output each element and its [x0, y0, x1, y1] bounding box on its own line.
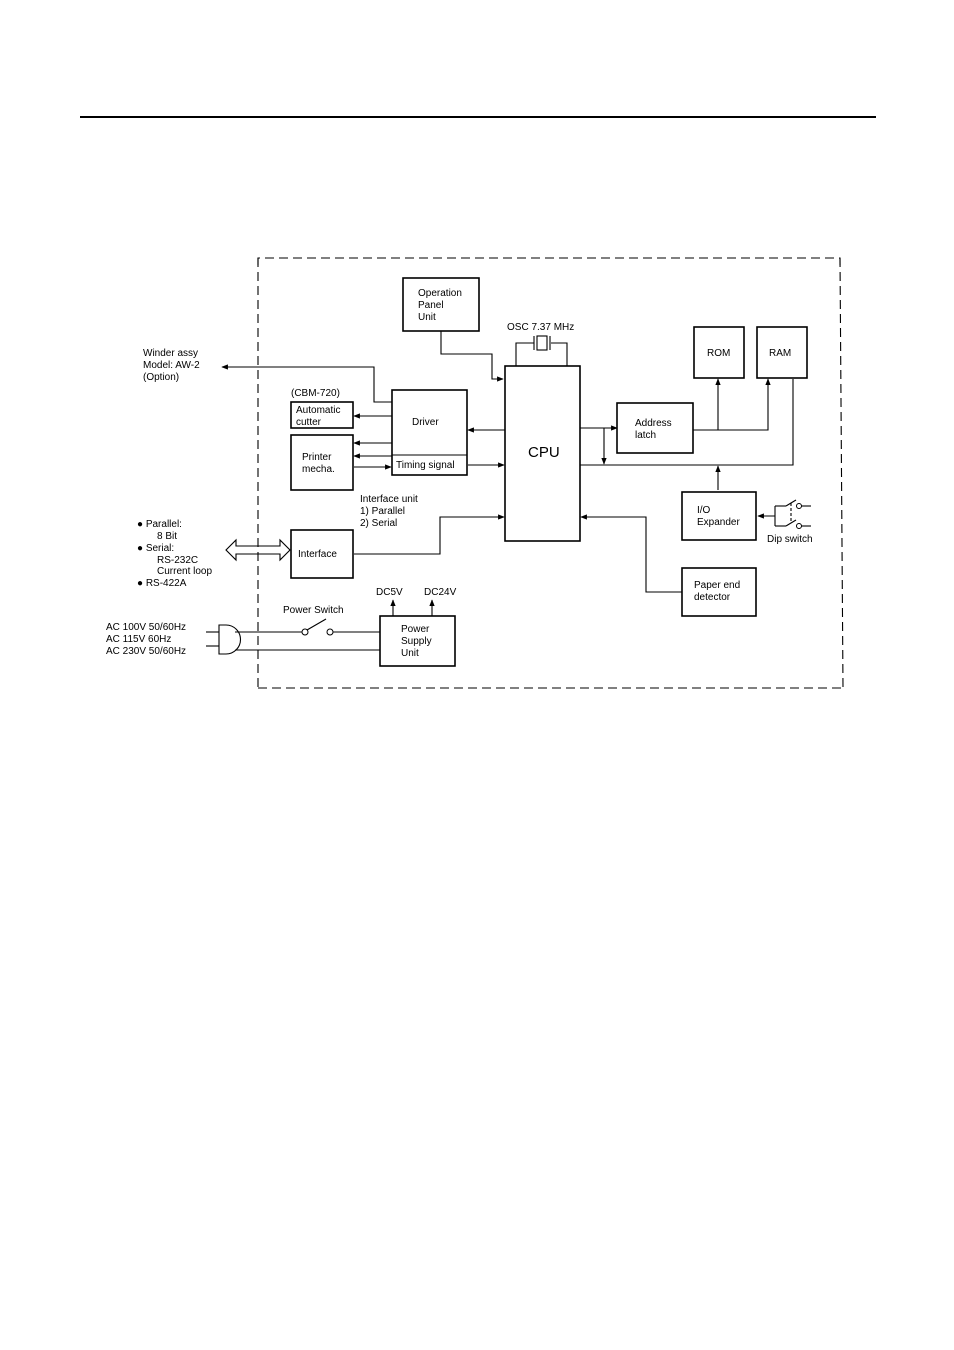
address-latch-label-2: latch [635, 430, 656, 441]
driver-box [391, 389, 468, 476]
ext-interface-4: RS-232C [157, 555, 198, 566]
winder-label-2: Model: AW-2 [143, 360, 200, 371]
ac-input-1: AC 100V 50/60Hz [106, 622, 186, 633]
bidirectional-arrow-icon [225, 538, 291, 562]
power-supply-label-3: Unit [401, 648, 419, 659]
automatic-cutter-label-2: cutter [296, 417, 322, 428]
ram-label: RAM [769, 348, 791, 359]
ram-box [756, 326, 808, 379]
operation-panel-label-1: Operation [418, 288, 462, 299]
power-supply-label-1: Power [401, 624, 430, 635]
dip-switch-icon [774, 499, 811, 529]
printer-mecha-box [290, 434, 354, 491]
power-supply-box [379, 615, 456, 667]
printer-mecha-label-1: Printer [302, 452, 332, 463]
top-rule [80, 116, 876, 118]
ext-interface-1: ● Parallel: [137, 519, 182, 530]
io-expander-label-2: Expander [697, 517, 740, 528]
crystal-icon [536, 335, 548, 351]
io-expander-box [681, 491, 757, 541]
rom-box [693, 326, 745, 379]
unit-boundary-right [839, 257, 844, 689]
ext-interface-3: ● Serial: [137, 543, 174, 554]
paper-end-label-2: detector [694, 592, 731, 603]
cpu-label: CPU [528, 444, 560, 461]
io-expander-label-1: I/O [697, 505, 711, 516]
driver-to-winder-line [221, 364, 392, 403]
ext-interface-6: ● RS-422A [137, 578, 187, 589]
interface-unit-label-3: 2) Serial [360, 518, 397, 529]
paper-end-to-cpu-line [580, 514, 682, 593]
address-latch-box [616, 402, 694, 454]
address-latch-label-1: Address [635, 418, 672, 429]
interface-label: Interface [298, 549, 337, 560]
interface-to-cpu-line [354, 514, 505, 555]
interface-unit-label-2: 1) Parallel [360, 506, 405, 517]
dip-switch-label: Dip switch [767, 534, 813, 545]
cpu-box [504, 365, 581, 542]
latch-to-ram-line [693, 378, 771, 431]
unit-boundary [257, 257, 841, 265]
timing-signal-label: Timing signal [396, 460, 455, 471]
switch-contact-left [301, 628, 309, 636]
ac-input-3: AC 230V 50/60Hz [106, 646, 186, 657]
power-switch-label: Power Switch [283, 605, 344, 616]
automatic-cutter-label-1: Automatic [296, 405, 340, 416]
ac-input-2: AC 115V 60Hz [106, 634, 171, 645]
ext-interface-2: 8 Bit [157, 531, 177, 542]
switch-contact-right [326, 628, 334, 636]
dc24v-label: DC24V [424, 587, 457, 598]
dc5v-label: DC5V [376, 587, 403, 598]
panel-to-cpu-line [440, 331, 504, 382]
paper-end-box [681, 567, 757, 617]
operation-panel-label-3: Unit [418, 312, 436, 323]
ext-interface-5: Current loop [157, 566, 212, 577]
automatic-cutter-box [290, 401, 354, 429]
printer-mecha-label-2: mecha. [302, 464, 335, 475]
rom-label: ROM [707, 348, 730, 359]
interface-box [290, 529, 354, 579]
driver-label: Driver [412, 417, 439, 428]
paper-end-label-1: Paper end [694, 580, 740, 591]
ac-plug-icon [218, 624, 241, 655]
winder-label-1: Winder assy [143, 348, 198, 359]
data-bus-line [580, 379, 794, 466]
osc-left-lead [515, 342, 534, 366]
cbm-label: (CBM-720) [291, 388, 340, 399]
winder-label-3: (Option) [143, 372, 179, 383]
power-switch-icon [306, 618, 327, 631]
operation-panel-label-2: Panel [418, 300, 444, 311]
power-supply-label-2: Supply [401, 636, 432, 647]
interface-unit-label-1: Interface unit [360, 494, 418, 505]
osc-right-lead [551, 342, 568, 366]
osc-label: OSC 7.37 MHz [507, 322, 574, 333]
